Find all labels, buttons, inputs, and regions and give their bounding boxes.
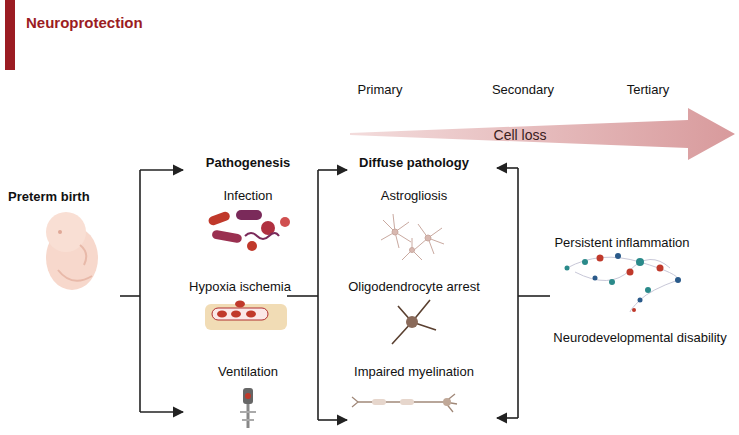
- neuron-icon: [352, 394, 457, 412]
- pathology-label: Impaired myelination: [354, 364, 474, 380]
- cause-label: Ventilation: [218, 364, 278, 380]
- vessel-icon: [205, 301, 287, 331]
- band-label: Cell loss: [494, 127, 547, 143]
- oligodendrocyte-icon: [392, 300, 436, 344]
- outcome-label: Persistent inflammation: [554, 235, 689, 251]
- bacteria-icon: [207, 210, 290, 251]
- stage-label: Secondary: [492, 82, 554, 98]
- source-label: Preterm birth: [8, 189, 90, 205]
- column-heading: Pathogenesis: [206, 155, 291, 171]
- stage-label: Primary: [358, 82, 403, 98]
- astrocyte-icon: [381, 214, 444, 260]
- column-heading: Diffuse pathology: [359, 155, 469, 171]
- pathology-label: Oligodendrocyte arrest: [348, 279, 480, 295]
- ventilator-icon: [240, 388, 256, 428]
- title: Neuroprotection: [26, 14, 143, 31]
- title-bar: [5, 0, 15, 70]
- arrow-band: Cell loss: [350, 106, 736, 162]
- cause-label: Hypoxia ischemia: [189, 279, 291, 295]
- network-icon: [565, 253, 682, 312]
- stage-label: Tertiary: [627, 82, 670, 98]
- fetus-icon: [46, 212, 98, 290]
- bracket: [120, 168, 550, 420]
- outcome-label: Neurodevelopmental disability: [553, 330, 726, 346]
- cause-label: Infection: [223, 188, 272, 204]
- pathology-label: Astrogliosis: [381, 188, 447, 204]
